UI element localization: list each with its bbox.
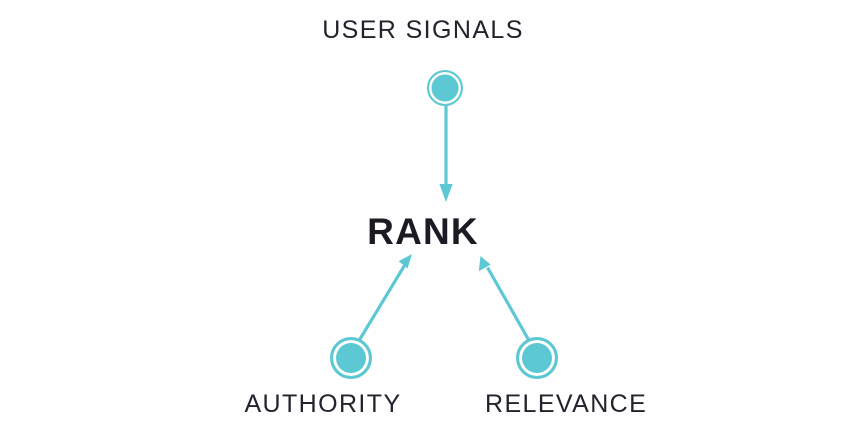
label-authority: AUTHORITY <box>244 390 402 418</box>
node-user-signals <box>427 70 463 106</box>
arrow-relevance-to-rank <box>478 256 533 345</box>
label-rank: RANK <box>367 211 479 252</box>
node-authority <box>330 337 372 379</box>
label-user-signals: USER SIGNALS <box>322 16 524 44</box>
arrow-user-signals-to-rank <box>439 106 453 202</box>
node-relevance <box>516 337 558 379</box>
arrow-authority-to-rank <box>355 254 412 345</box>
label-relevance: RELEVANCE <box>485 390 648 418</box>
